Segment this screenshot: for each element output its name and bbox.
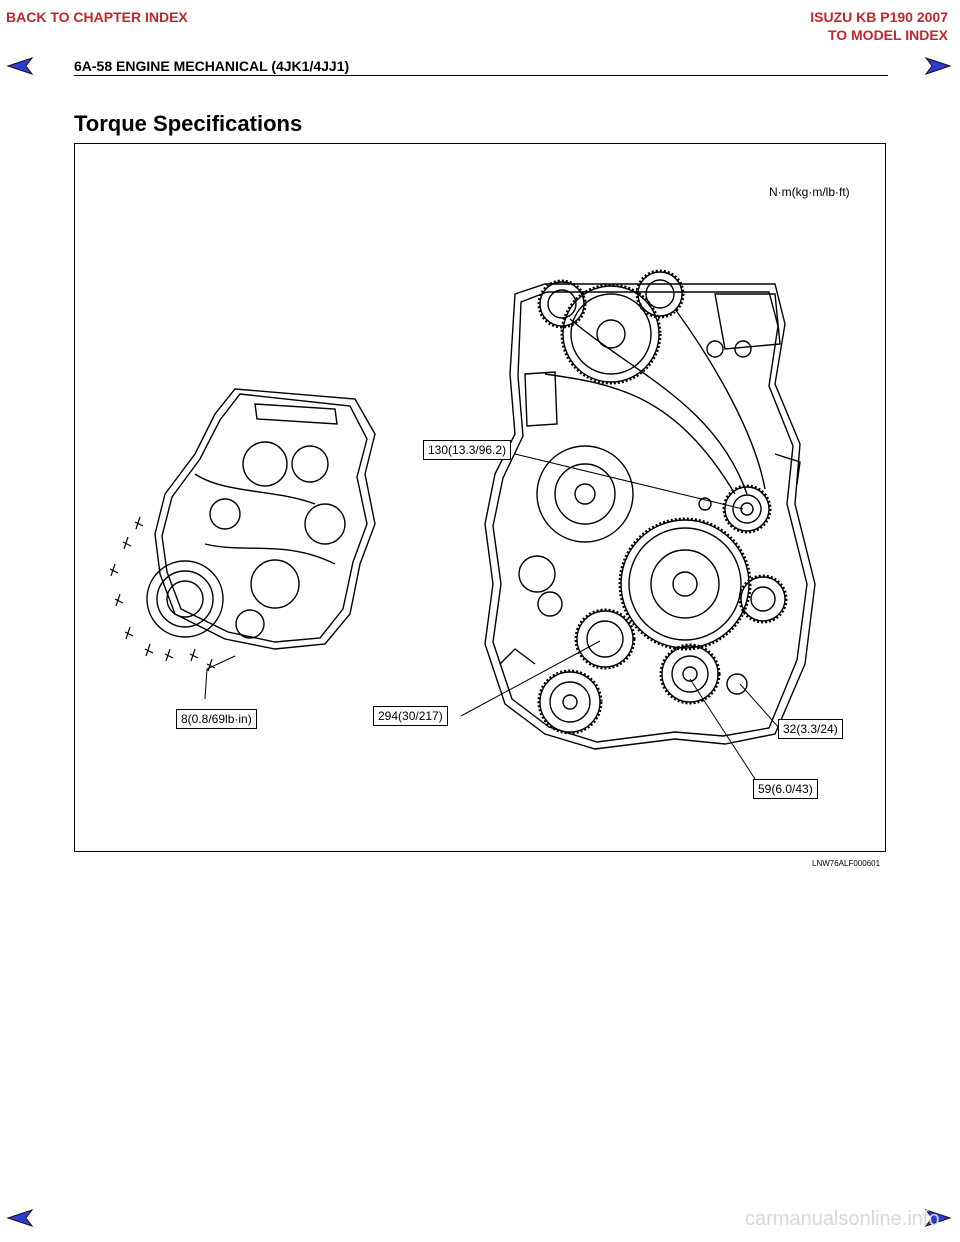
next-page-arrow-icon-bottom[interactable]	[922, 1208, 952, 1228]
torque-diagram-figure: N·m(kg·m/lb·ft) 130(13.3/96.2) 8(0.8/69l…	[74, 143, 886, 852]
watermark: carmanualsonline.info	[745, 1208, 940, 1230]
previous-page-arrow-icon-bottom[interactable]	[6, 1208, 36, 1228]
to-model-index-link[interactable]: TO MODEL INDEX	[827, 27, 948, 43]
callout-torque-294: 294(30/217)	[373, 706, 448, 726]
callout-torque-130: 130(13.3/96.2)	[423, 440, 512, 460]
section-title: Torque Specifications	[74, 111, 303, 136]
callout-torque-32: 32(3.3/24)	[778, 719, 843, 739]
engine-illustration	[109, 269, 816, 780]
model-title-link[interactable]: ISUZU KB P190 2007	[810, 9, 948, 25]
previous-page-arrow-icon[interactable]	[6, 56, 36, 76]
callout-torque-8: 8(0.8/69lb·in)	[176, 709, 257, 729]
units-label: N·m(kg·m/lb·ft)	[769, 185, 850, 199]
next-page-arrow-icon[interactable]	[922, 56, 952, 76]
back-to-chapter-index-link[interactable]: BACK TO CHAPTER INDEX	[6, 9, 188, 25]
callout-leader-lines	[204, 453, 781, 780]
figure-id: LNW76ALF000601	[812, 859, 881, 868]
callout-torque-59: 59(6.0/43)	[753, 779, 818, 799]
header-divider	[74, 75, 888, 76]
page-header: 6A-58 ENGINE MECHANICAL (4JK1/4JJ1)	[74, 58, 350, 74]
gear-case-cover-drawing	[109, 388, 376, 672]
engine-front-gear-train-drawing	[484, 271, 816, 750]
